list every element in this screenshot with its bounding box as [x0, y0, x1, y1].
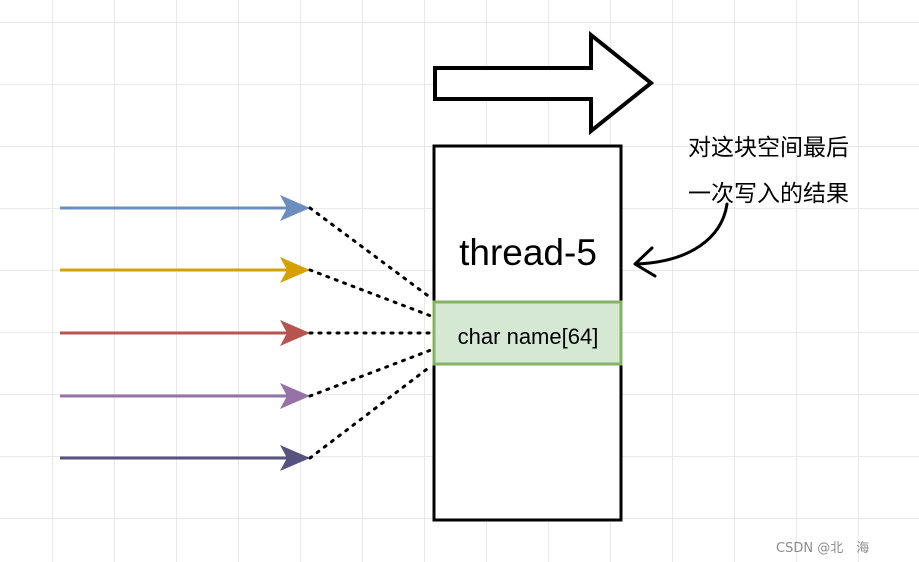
connector-2: [308, 268, 433, 318]
annotation-line-2: 一次写入的结果: [688, 181, 849, 207]
name-field-label: char name[64]: [457, 324, 599, 349]
writer-arrow-3: [60, 320, 310, 346]
block-right-arrow: [433, 30, 655, 136]
watermark: CSDN @北 海: [776, 541, 870, 556]
name-field: [432, 300, 623, 366]
memory-block-title: thread-5: [459, 232, 597, 273]
writer-arrow-4: [60, 383, 310, 409]
writer-arrow-2: [60, 257, 310, 283]
annotation-line-1: 对这块空间最后: [688, 135, 849, 161]
dotted-connectors: [308, 206, 433, 460]
connector-4: [308, 348, 433, 398]
connector-5: [308, 364, 433, 460]
writer-arrows: [60, 195, 310, 471]
writer-arrow-1: [60, 195, 310, 221]
connector-1: [308, 206, 433, 300]
annotation-pointer-arrow: [633, 202, 729, 278]
writer-arrow-5: [60, 445, 310, 471]
